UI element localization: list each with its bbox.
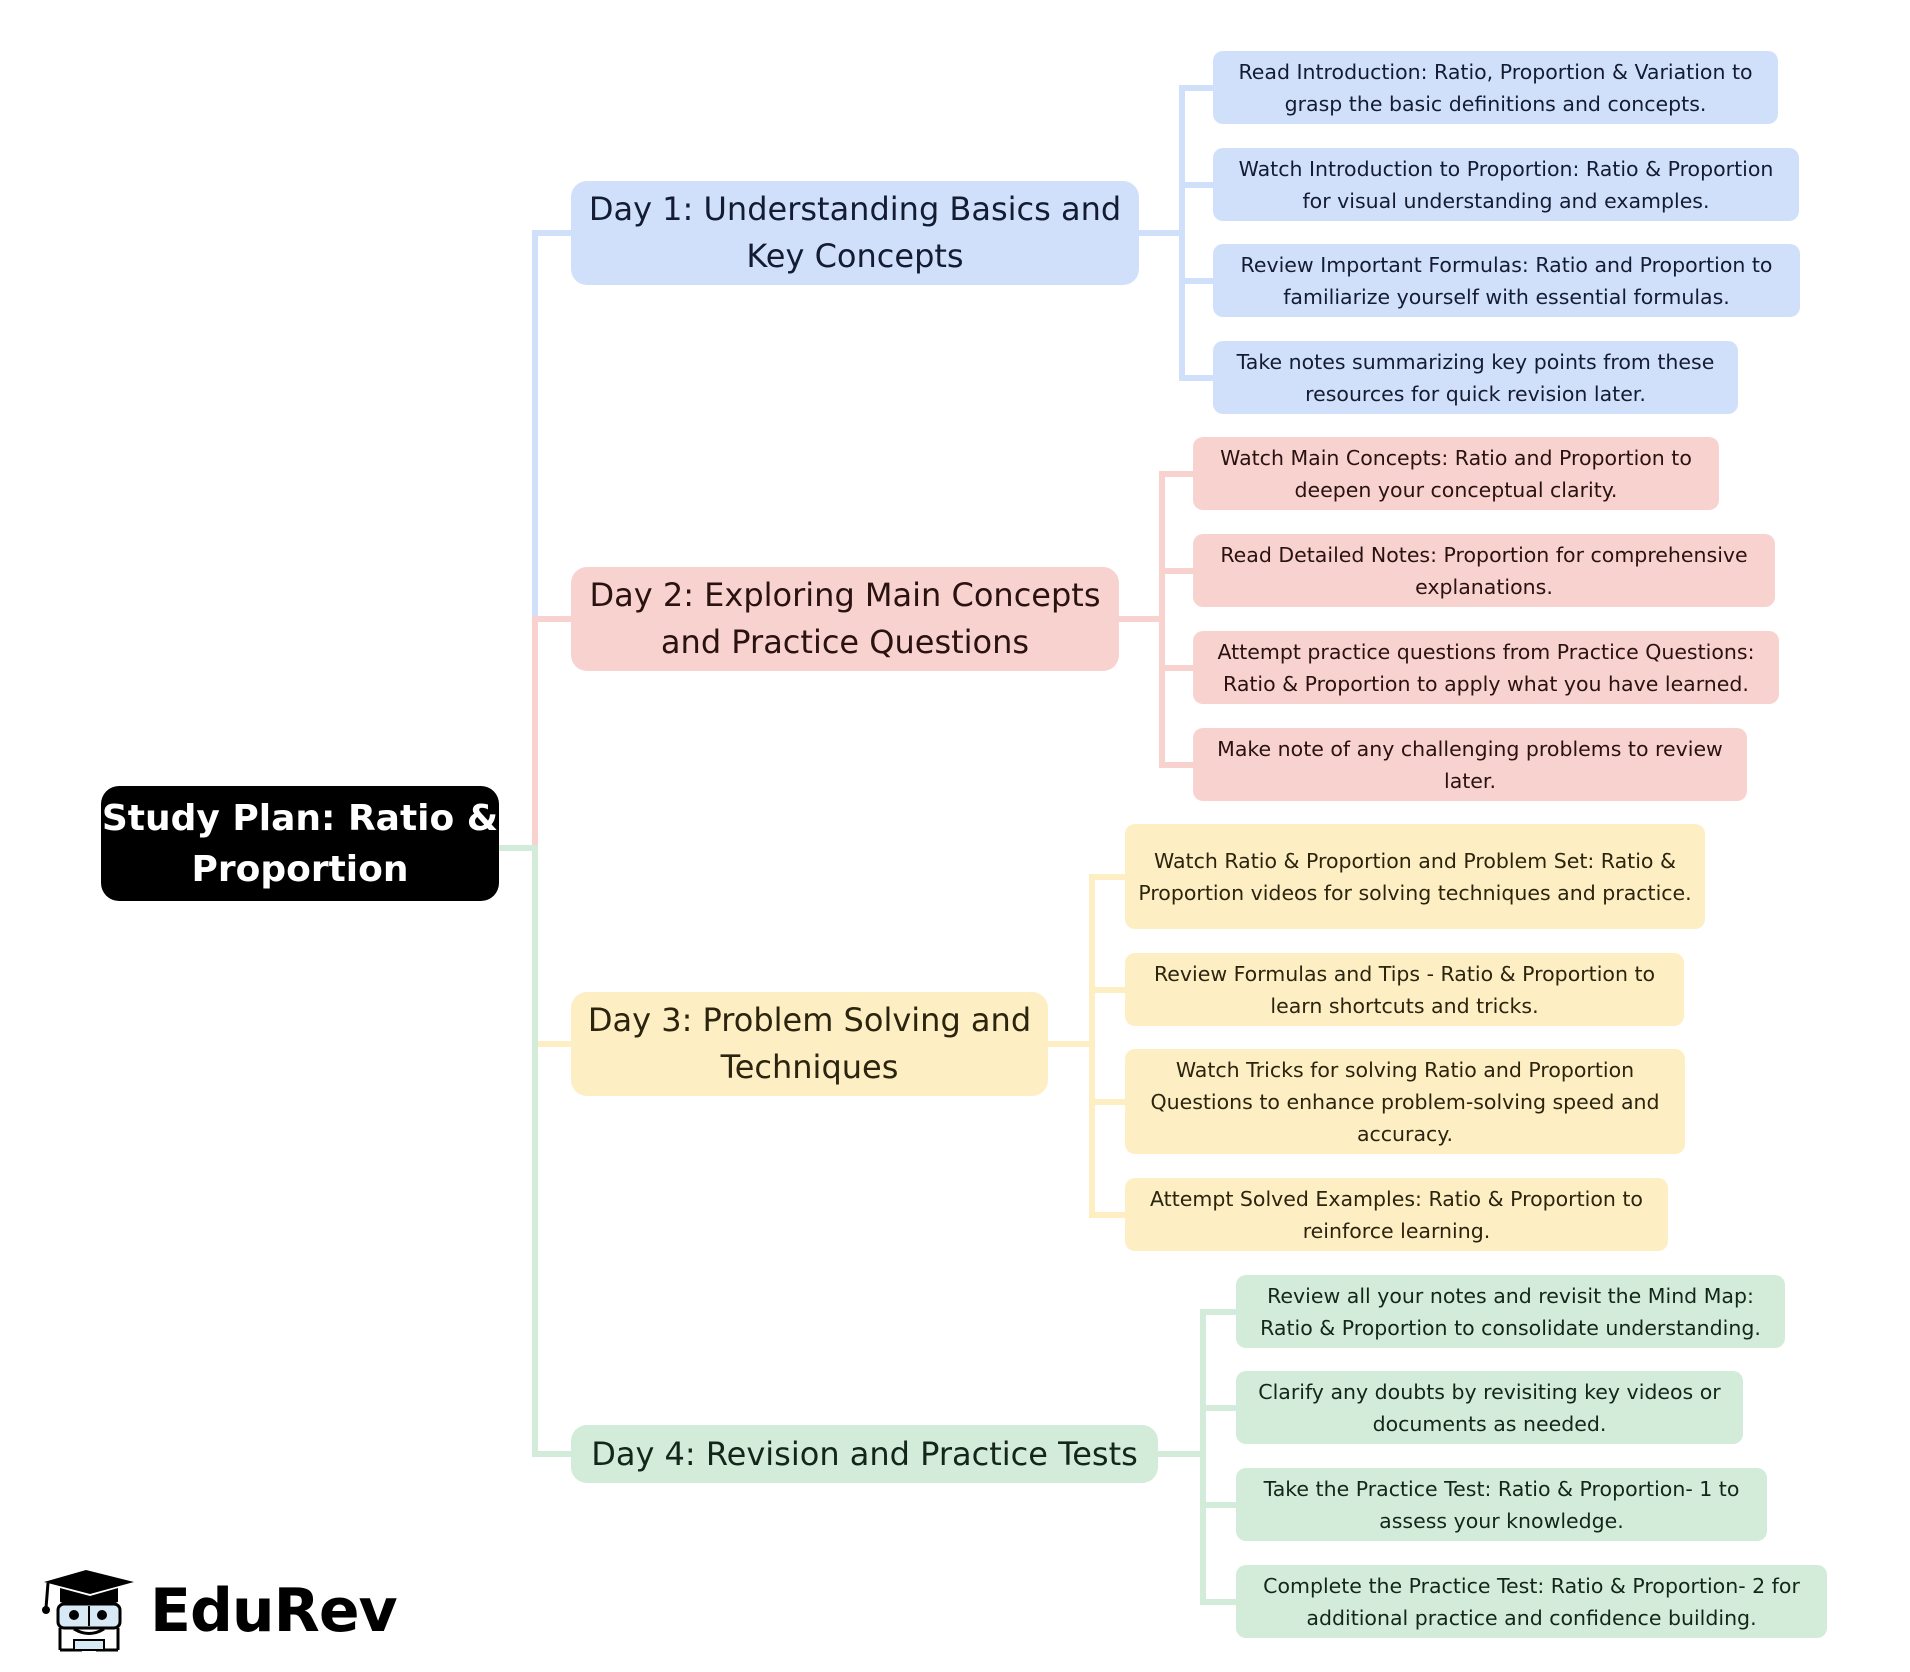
root-label: Study Plan: Ratio & Proportion	[101, 797, 499, 890]
task-node: Watch Tricks for solving Ratio and Propo…	[1125, 1049, 1685, 1154]
task-label: Read Introduction: Ratio, Proportion & V…	[1238, 59, 1753, 116]
task-node: Make note of any challenging problems to…	[1193, 728, 1747, 801]
branch-label: Day 3: Problem Solving and Techniques	[587, 1001, 1032, 1086]
branch-connector	[499, 616, 571, 851]
task-node: Review all your notes and revisit the Mi…	[1236, 1275, 1785, 1348]
task-node: Watch Introduction to Proportion: Ratio …	[1213, 148, 1799, 221]
branch-day-1: Day 1: Understanding Basics and Key Conc…	[571, 181, 1139, 285]
task-node: Read Introduction: Ratio, Proportion & V…	[1213, 51, 1778, 124]
branch-connector	[499, 845, 571, 1457]
task-node: Read Detailed Notes: Proportion for comp…	[1193, 534, 1775, 607]
task-node: Watch Main Concepts: Ratio and Proportio…	[1193, 437, 1719, 510]
branch-label: Day 2: Exploring Main Concepts and Pract…	[589, 576, 1101, 661]
task-node: Attempt Solved Examples: Ratio & Proport…	[1125, 1178, 1668, 1251]
task-label: Review all your notes and revisit the Mi…	[1260, 1283, 1761, 1340]
task-node: Attempt practice questions from Practice…	[1193, 631, 1779, 704]
task-label: Attempt Solved Examples: Ratio & Proport…	[1150, 1186, 1643, 1243]
edurev-logo: EduRev	[38, 1566, 398, 1656]
task-node: Review Important Formulas: Ratio and Pro…	[1213, 244, 1800, 317]
task-label: Take notes summarizing key points from t…	[1236, 349, 1715, 406]
branch-day-3: Day 3: Problem Solving and Techniques	[571, 992, 1048, 1096]
task-label: Watch Ratio & Proportion and Problem Set…	[1138, 848, 1692, 905]
task-label: Review Important Formulas: Ratio and Pro…	[1240, 252, 1773, 309]
task-label: Attempt practice questions from Practice…	[1217, 639, 1755, 696]
task-node: Clarify any doubts by revisiting key vid…	[1236, 1371, 1743, 1444]
branch-day-2: Day 2: Exploring Main Concepts and Pract…	[571, 567, 1119, 671]
task-label: Review Formulas and Tips - Ratio & Propo…	[1153, 961, 1656, 1018]
task-node: Take notes summarizing key points from t…	[1213, 341, 1738, 414]
task-node: Complete the Practice Test: Ratio & Prop…	[1236, 1565, 1827, 1638]
task-label: Clarify any doubts by revisiting key vid…	[1258, 1379, 1721, 1436]
task-node: Watch Ratio & Proportion and Problem Set…	[1125, 824, 1705, 929]
graduation-cap-icon	[42, 1570, 134, 1652]
branch-label: Day 4: Revision and Practice Tests	[591, 1434, 1138, 1473]
branch-day-4: Day 4: Revision and Practice Tests	[571, 1425, 1158, 1483]
root-node: Study Plan: Ratio & Proportion	[101, 786, 499, 901]
task-node: Review Formulas and Tips - Ratio & Propo…	[1125, 953, 1684, 1026]
task-label: Watch Tricks for solving Ratio and Propo…	[1150, 1057, 1660, 1146]
task-label: Watch Introduction to Proportion: Ratio …	[1238, 156, 1774, 213]
task-label: Make note of any challenging problems to…	[1217, 736, 1723, 793]
branch-label: Day 1: Understanding Basics and Key Conc…	[588, 190, 1122, 275]
logo-text: EduRev	[150, 1576, 398, 1646]
task-node: Take the Practice Test: Ratio & Proporti…	[1236, 1468, 1767, 1541]
task-label: Watch Main Concepts: Ratio and Proportio…	[1220, 445, 1692, 502]
task-label: Read Detailed Notes: Proportion for comp…	[1220, 542, 1748, 599]
task-label: Take the Practice Test: Ratio & Proporti…	[1263, 1476, 1740, 1533]
task-label: Complete the Practice Test: Ratio & Prop…	[1263, 1573, 1800, 1630]
